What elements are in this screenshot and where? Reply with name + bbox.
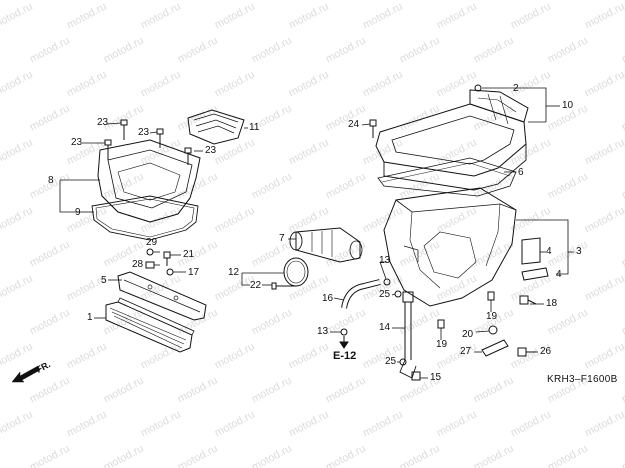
grommet-2 (474, 84, 482, 92)
callout-19-b: 19 (486, 311, 498, 322)
callout-11: 11 (249, 122, 260, 133)
callout-23-d: 23 (205, 145, 217, 156)
collar-19-a (437, 319, 445, 329)
plate-4-b (521, 267, 549, 281)
screw-24 (369, 119, 377, 138)
reference-arrow (339, 336, 349, 349)
plug-15 (411, 371, 421, 381)
callout-4-b: 4 (556, 269, 562, 280)
band-12 (283, 257, 309, 287)
bolt-18 (519, 295, 537, 305)
callout-28: 28 (132, 259, 144, 270)
callout-26: 26 (540, 346, 552, 357)
screw-23-d (184, 147, 192, 165)
callout-1: 1 (87, 312, 93, 323)
clip-13-a (383, 278, 391, 286)
callout-14: 14 (379, 322, 391, 333)
part-17 (166, 268, 174, 276)
screw-22 (271, 282, 296, 290)
reference-label: E-12 (333, 350, 357, 362)
callout-27: 27 (460, 346, 472, 357)
callout-7: 7 (279, 233, 285, 244)
callout-4-a: 4 (546, 246, 552, 257)
air-cleaner-cover (97, 139, 201, 223)
plate-4-a (521, 237, 541, 265)
part-28 (145, 261, 155, 269)
callout-20: 20 (462, 329, 474, 340)
screw-23-a (120, 119, 128, 140)
front-arrow-icon (11, 365, 41, 383)
element-holder-5 (117, 271, 207, 321)
callout-8: 8 (48, 175, 54, 186)
callout-13-b: 13 (317, 326, 329, 337)
callout-12: 12 (228, 267, 240, 278)
callout-23-b: 23 (71, 137, 83, 148)
callout-17: 17 (188, 267, 200, 278)
leader-lines (59, 87, 574, 379)
callout-13-a: 13 (379, 255, 391, 266)
callout-24: 24 (348, 119, 360, 130)
callout-21: 21 (183, 249, 195, 260)
drain-tube-14 (399, 291, 417, 379)
callout-23-c: 23 (138, 127, 150, 138)
grommet-20 (488, 325, 498, 335)
seal-6 (377, 157, 517, 197)
callout-5: 5 (101, 275, 107, 286)
housing-lower-3 (383, 187, 517, 307)
callout-9: 9 (75, 207, 81, 218)
callout-23-a: 23 (97, 117, 109, 128)
front-direction-indicator: FR. (10, 359, 56, 384)
connecting-tube-7 (289, 227, 363, 263)
filter-element-1 (105, 297, 195, 353)
part-29 (146, 248, 154, 256)
callout-3: 3 (576, 246, 582, 257)
housing-upper-10 (375, 89, 529, 191)
screw-23-c (156, 128, 164, 148)
callout-2: 2 (513, 83, 519, 94)
drawing-code: KRH3–F1600B (547, 374, 618, 385)
callout-25-b: 25 (385, 356, 397, 367)
callout-25-a: 25 (379, 289, 391, 300)
screw-23-b (104, 139, 112, 160)
callout-22: 22 (250, 280, 262, 291)
callout-19-a: 19 (436, 339, 448, 350)
clip-25-a (394, 290, 402, 298)
callout-29: 29 (146, 237, 158, 248)
cover-gasket (91, 195, 199, 241)
callout-6: 6 (518, 167, 524, 178)
collar-19-b (487, 291, 495, 301)
hose-16 (341, 279, 381, 309)
callout-16: 16 (322, 293, 334, 304)
part-21 (163, 251, 171, 266)
clip-13-b (340, 328, 348, 336)
callout-10: 10 (562, 100, 574, 111)
callout-18: 18 (546, 298, 558, 309)
tube-27 (481, 339, 509, 357)
callout-15: 15 (430, 372, 442, 383)
intake-duct-11 (187, 109, 245, 145)
